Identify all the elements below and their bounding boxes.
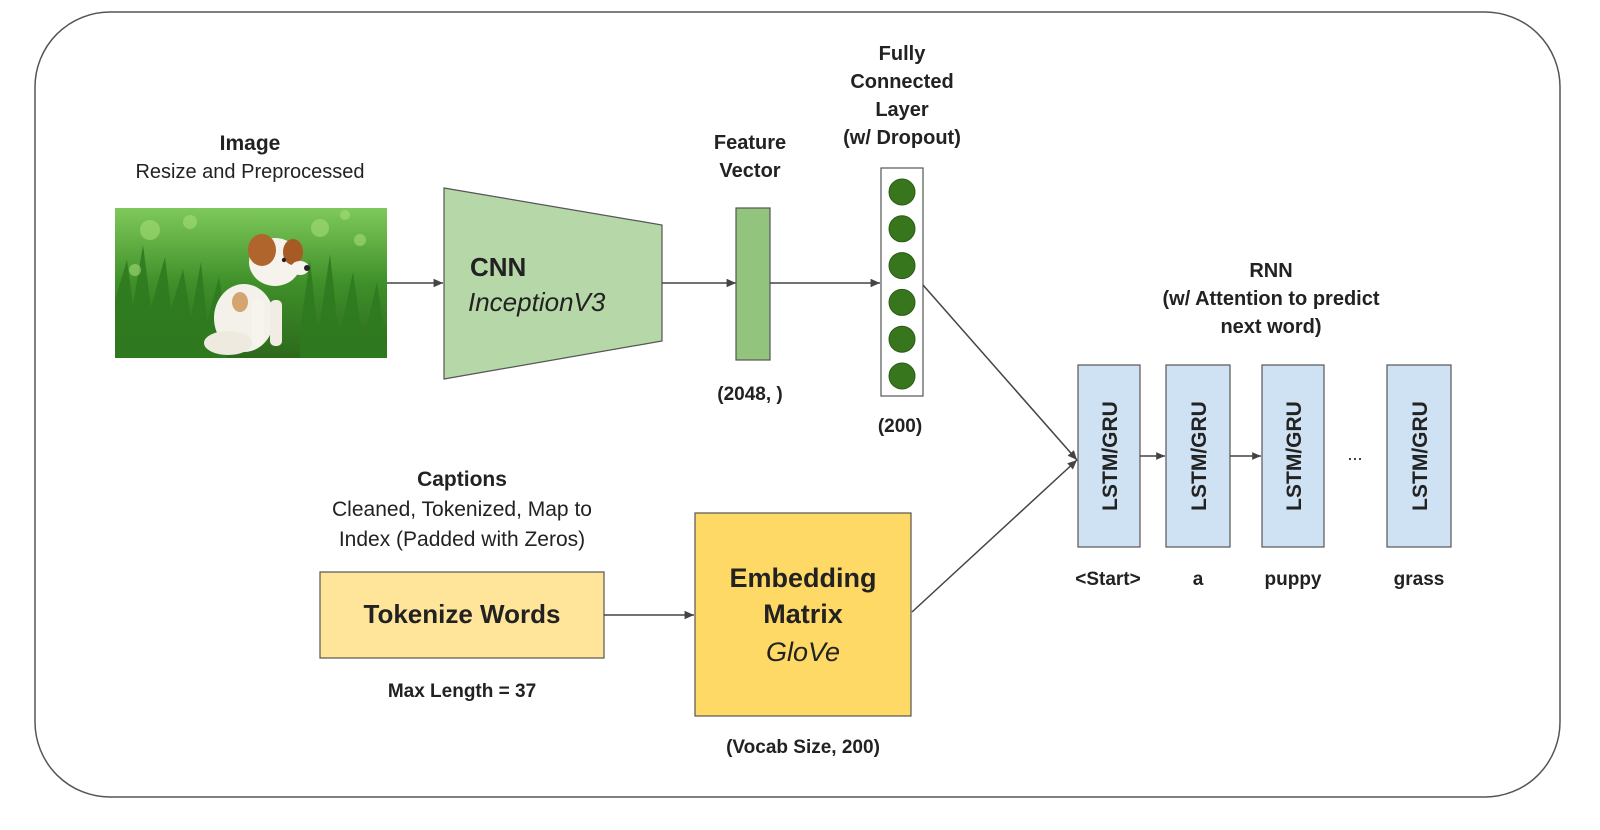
cnn-subtitle: InceptionV3 xyxy=(468,287,606,317)
tokenize-label: Tokenize Words xyxy=(364,599,561,629)
rnn-cell-1: LSTM/GRU xyxy=(1077,364,1141,548)
rnn-cell-3: LSTM/GRU xyxy=(1261,364,1325,548)
embedding-block xyxy=(694,512,912,717)
fc-neuron xyxy=(888,362,916,390)
tokenize-note: Max Length = 37 xyxy=(388,681,536,702)
cnn-block xyxy=(443,187,663,380)
captions-desc-1: Cleaned, Tokenized, Map to xyxy=(332,498,592,521)
fc-neuron xyxy=(888,288,916,316)
rnn-title-1: RNN xyxy=(1249,260,1292,282)
rnn-cell-4-label: LSTM/GRU xyxy=(1409,401,1432,511)
fc-title-1: Fully xyxy=(879,43,927,65)
embedding-title-1: Embedding xyxy=(730,563,877,593)
rnn-cell-2: LSTM/GRU xyxy=(1165,364,1231,548)
feature-vector-block xyxy=(735,207,771,361)
rnn-ellipsis: ... xyxy=(1347,444,1362,464)
puppy-image xyxy=(115,208,387,358)
rnn-title-3: next word) xyxy=(1220,316,1321,338)
rnn-word-2: a xyxy=(1193,569,1204,590)
fc-layer-box xyxy=(880,167,924,397)
arrow-embedding-to-rnn xyxy=(911,459,1078,613)
rnn-title-2: (w/ Attention to predict xyxy=(1162,288,1379,310)
tokenize-block xyxy=(319,571,605,659)
feature-title-1: Feature xyxy=(714,132,786,154)
captions-desc-2: Index (Padded with Zeros) xyxy=(339,528,585,551)
embedding-subtitle: GloVe xyxy=(766,637,840,667)
captions-title: Captions xyxy=(417,468,507,491)
fc-neuron xyxy=(888,178,916,206)
feature-title-2: Vector xyxy=(719,160,780,182)
rnn-cell-2-label: LSTM/GRU xyxy=(1188,401,1211,511)
rnn-cell-1-label: LSTM/GRU xyxy=(1099,401,1122,511)
fc-neurons xyxy=(888,178,916,390)
fc-title-2: Connected xyxy=(850,71,953,93)
fc-shape: (200) xyxy=(878,416,922,437)
rnn-word-4: grass xyxy=(1394,569,1445,590)
fc-neuron xyxy=(888,325,916,353)
rnn-word-3: puppy xyxy=(1265,569,1322,590)
embedding-shape: (Vocab Size, 200) xyxy=(726,737,880,758)
arrow-fc-to-rnn xyxy=(922,284,1078,461)
rnn-word-1: <Start> xyxy=(1075,569,1140,590)
image-title: Image xyxy=(220,132,281,155)
rnn-cell-4: LSTM/GRU xyxy=(1386,364,1452,548)
fc-neuron xyxy=(888,215,916,243)
fc-title-4: (w/ Dropout) xyxy=(843,127,961,149)
cnn-title: CNN xyxy=(470,252,526,282)
fc-neuron xyxy=(888,252,916,280)
rnn-cell-3-label: LSTM/GRU xyxy=(1283,401,1306,511)
feature-shape: (2048, ) xyxy=(717,384,782,405)
embedding-title-2: Matrix xyxy=(763,599,843,629)
fc-title-3: Layer xyxy=(875,99,929,121)
image-subtitle: Resize and Preprocessed xyxy=(135,161,364,183)
outer-frame xyxy=(34,11,1561,798)
